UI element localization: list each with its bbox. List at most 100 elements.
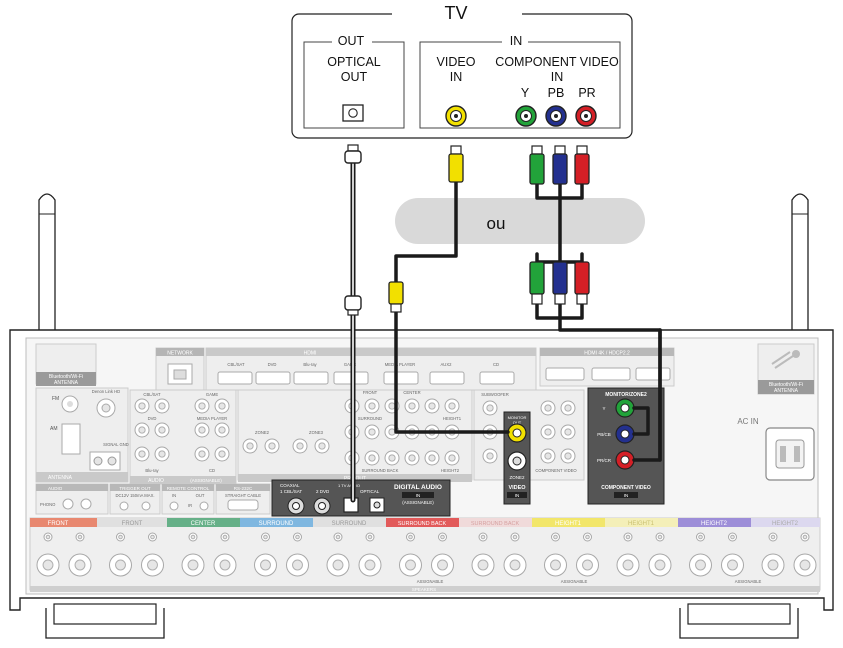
preout-rca-jack-center: [448, 402, 456, 410]
tv-title: TV: [444, 3, 467, 23]
audio-rca-jack-center: [158, 450, 166, 458]
speaker-polarity-mark-center: [408, 534, 413, 540]
composite-plug-bottom: [388, 281, 404, 313]
tv-component-y-jack: [515, 105, 537, 127]
digital-in-label: IN: [416, 493, 421, 498]
rc-in-label: IN: [172, 493, 176, 498]
hdmi-right-label: HDMI 4K / HDCP2.2: [584, 351, 630, 357]
speaker-label-height2-r: HEIGHT2: [772, 521, 799, 527]
video-zone2-label: ZONE2: [509, 475, 525, 480]
zone-rca-jack-center: [296, 442, 304, 450]
speaker-terminals: SPEAKERS FRONT FRONT CENTER SURROUND SUR…: [29, 517, 821, 592]
component-pr-label: PR: [578, 86, 595, 100]
network-label: NETWORK: [167, 351, 193, 357]
audio-input-6: CD: [209, 468, 215, 473]
comp-pr-label: PR/CR: [597, 458, 612, 463]
subwoofer-label: SUBWOOFER: [481, 392, 508, 397]
preout-rca-jack-center: [408, 454, 416, 462]
audio-rca-jack-center: [198, 426, 206, 434]
receiver: Bluetooth/Wi-Fi ANTENNA Bluetooth/Wi-Fi …: [9, 193, 834, 639]
audio-rca-jack-center: [218, 402, 226, 410]
preout-rca-jack-center: [428, 454, 436, 462]
audio-rca-jack-center: [198, 402, 206, 410]
straight-cable-label: STRAIGHT CABLE: [225, 493, 261, 498]
signal-gnd-label: SIGNAL GND: [103, 442, 129, 447]
preout-rca-jack-center: [388, 428, 396, 436]
audio-rca-jack-center: [218, 426, 226, 434]
speaker-label-surround-back-r: SURROUND BACK: [471, 521, 520, 527]
speaker-binding-post-center: [767, 559, 779, 571]
pre-surround-back-label: SURROUND BACK: [362, 468, 399, 473]
bt-antenna-left-block: Bluetooth/Wi-Fi ANTENNA: [35, 343, 97, 386]
speaker-label-height2-l: HEIGHT2: [701, 521, 728, 527]
component-in-jack-center: [544, 452, 552, 460]
optical-tv-label: 1 TV AUDIO: [338, 483, 360, 488]
pre-center-label: CENTER: [403, 390, 420, 395]
zone-rca-jack-center: [268, 442, 276, 450]
speaker-polarity-mark-center: [150, 534, 155, 540]
monitor-label: MONITOR: [508, 415, 527, 420]
speaker-assignable-1: ASSIGNABLE: [417, 579, 444, 584]
component-in-jack-center: [564, 404, 572, 412]
component-plugs-bottom: [529, 261, 590, 305]
bt-antenna-right-label: Bluetooth/Wi-Fi: [769, 382, 803, 388]
optical-input-label: 2 DVD: [316, 489, 330, 494]
monitor-zone2-label: MONITOR/ZONE2: [605, 392, 647, 398]
speaker-polarity-mark-center: [222, 534, 228, 540]
component-video-label-1: COMPONENT VIDEO: [495, 55, 619, 69]
speaker-polarity-mark-center: [698, 534, 703, 540]
lower-control-blocks: AUDIO PHONO TRIGGER OUT DC12V 150mA MAX.…: [35, 483, 271, 515]
component-out-block: MONITOR/ZONE2 Y PB/CB PR/CR COMPONENT VI…: [587, 387, 665, 505]
video-in-sub-label: IN: [515, 493, 520, 498]
component-in-jack-center: [544, 428, 552, 436]
optical-out-label-1: OPTICAL: [327, 55, 381, 69]
bt-antenna-right-label-2: ANTENNA: [774, 388, 799, 394]
speaker-binding-post-center: [437, 559, 448, 571]
speaker-binding-post-center: [115, 559, 126, 571]
coaxial-label: COAXIAL: [280, 483, 300, 488]
fm-label: FM: [52, 396, 59, 402]
speaker-label-height1-l: HEIGHT1: [555, 521, 582, 527]
speaker-assignable-3: ASSIGNABLE: [735, 579, 762, 584]
hdmi-left-label: HDMI: [304, 351, 317, 357]
audio-assignable-label: (ASSIGNABLE): [190, 478, 222, 483]
zone-rca-jack-center: [318, 442, 326, 450]
speaker-polarity-mark-center: [657, 534, 663, 540]
comp-y-label: Y: [602, 406, 605, 411]
preout-rca-jack-center: [428, 402, 436, 410]
video-in-block: MONITOR OUT ZONE2 VIDEO IN: [503, 411, 531, 505]
antenna-label: ANTENNA: [48, 475, 73, 481]
speaker-polarity-mark-center: [263, 534, 268, 540]
speaker-binding-post-center: [550, 559, 561, 571]
zone2-label: ZONE2: [255, 430, 270, 435]
phono-audio-label: AUDIO: [48, 486, 63, 491]
hdmi-input-4: GAME: [344, 362, 357, 367]
component-out-label: COMPONENT VIDEO: [601, 485, 651, 491]
bt-antenna-left-label: Bluetooth/Wi-Fi: [49, 374, 83, 380]
speaker-label-front-r: FRONT: [122, 521, 143, 527]
video-in-label-2: IN: [450, 70, 463, 84]
component-cable-tv-side: [535, 182, 584, 264]
speaker-binding-post-center: [219, 559, 231, 571]
speaker-binding-post-center: [477, 559, 489, 571]
audio-input-3: DVD: [148, 416, 157, 421]
speaker-polarity-mark-center: [77, 534, 83, 540]
pre-surround-label: SURROUND: [358, 416, 382, 421]
preout-rca-jack-center: [448, 454, 456, 462]
hdmi-input-block: HDMI CBL/SAT DVD Blu-ray GAME MEDIA PLAY…: [205, 347, 537, 391]
component-in-jack-center: [486, 404, 494, 412]
tv-video-in-jack: [445, 105, 467, 127]
component-in-jack-center: [564, 428, 572, 436]
speaker-polarity-mark-center: [585, 534, 590, 540]
comp-pb-label: PB/CB: [597, 432, 611, 437]
speaker-label-surround-r: SURROUND: [332, 521, 367, 527]
speaker-label-surround-l: SURROUND: [259, 521, 294, 527]
speaker-binding-post-center: [42, 559, 54, 571]
zone-rca-jack-center: [246, 442, 254, 450]
speaker-polarity-mark-center: [190, 534, 196, 540]
monitor-out-label: OUT: [513, 420, 522, 425]
component-in-jack-center: [486, 452, 494, 460]
digital-assign-label: (ASSIGNABLE): [402, 500, 434, 505]
optical-out-label-2: OUT: [341, 70, 368, 84]
rc-out-label: OUT: [196, 493, 205, 498]
